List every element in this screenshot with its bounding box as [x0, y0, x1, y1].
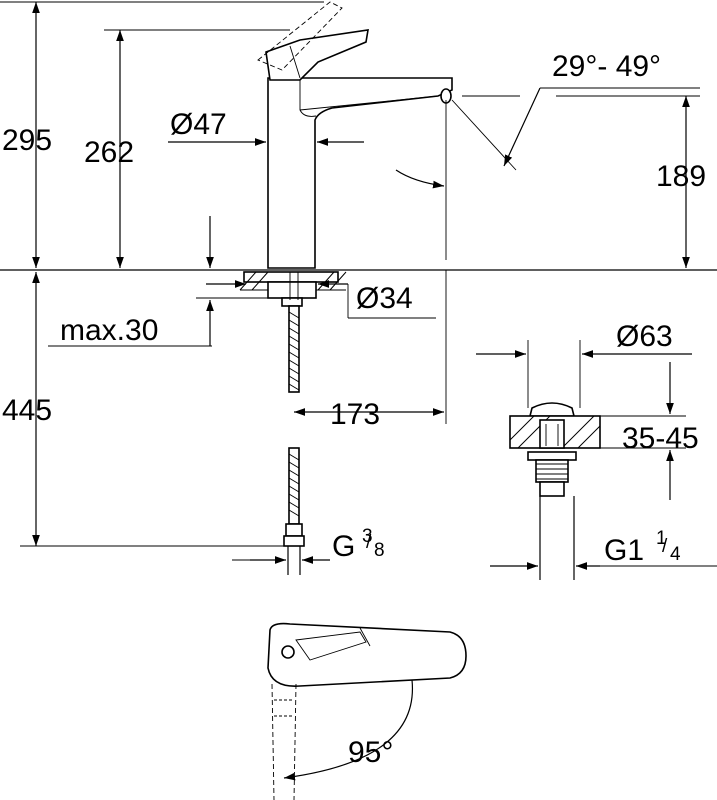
svg-text:G1: G1 — [604, 534, 644, 567]
dimension-lines — [0, 1, 717, 570]
max-thickness-label: max.30 — [60, 314, 158, 347]
aerator-angle-label: 29°- 49° — [552, 50, 661, 83]
waste-diameter-label: Ø63 — [616, 320, 673, 353]
total-height-label: 295 — [2, 124, 52, 157]
faucet-top-view — [267, 622, 467, 800]
svg-text:G: G — [332, 530, 355, 563]
waste-thread-label: G1 1 / 4 — [604, 528, 681, 567]
hose-thread-label: G 3 / 8 — [332, 526, 385, 563]
svg-text:3: 3 — [362, 526, 373, 547]
svg-text:1: 1 — [656, 528, 667, 549]
handle-rotation-label: 95° — [348, 736, 393, 769]
hose-length-label: 445 — [2, 394, 52, 427]
body-diameter-label: Ø47 — [170, 108, 227, 141]
pop-up-waste — [509, 402, 601, 580]
waste-range-label: 35-45 — [622, 422, 699, 455]
svg-text:8: 8 — [374, 540, 385, 561]
svg-text:/: / — [366, 532, 372, 553]
hole-diameter-label: Ø34 — [356, 282, 413, 315]
svg-text:4: 4 — [670, 544, 681, 565]
svg-text:/: / — [662, 536, 668, 557]
aerator-height-label: 189 — [656, 160, 706, 193]
faucet-side-view — [239, 1, 453, 307]
flexible-hose — [283, 305, 305, 575]
spout-height-label: 262 — [84, 136, 134, 169]
reach-label: 173 — [330, 398, 380, 431]
